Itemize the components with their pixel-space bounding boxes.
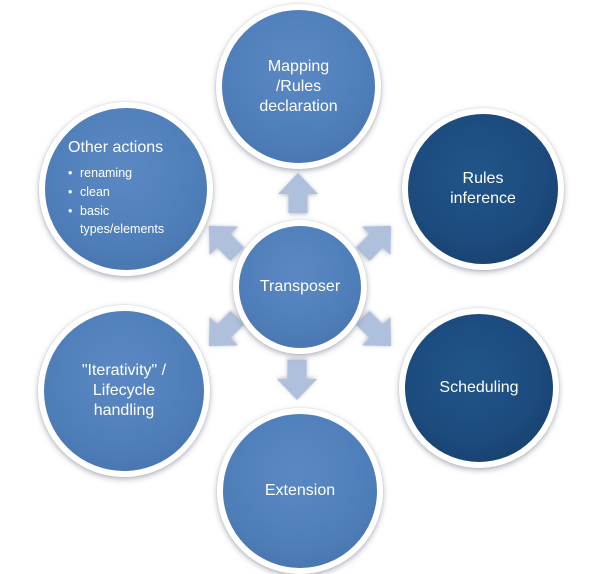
node-transposer-center: Transposer: [233, 220, 367, 354]
node-label: Mapping /Rules declaration: [259, 57, 338, 115]
arrow-down-icon: [277, 360, 317, 400]
node-heading: Other actions: [68, 139, 164, 156]
bullet-item: renaming: [68, 164, 180, 183]
node-label: Scheduling: [439, 379, 519, 396]
node-label: "Iterativity" / Lifecycle handling: [81, 362, 167, 419]
node-mapping-rules-declaration: Mapping /Rules declaration: [216, 4, 381, 169]
node-label: Extension: [264, 482, 336, 499]
bullet-item: clean: [68, 183, 180, 202]
node-extension: Extension: [217, 408, 383, 574]
arrow-down-right-icon: [349, 304, 406, 361]
arrow-down-left-icon: [195, 304, 252, 361]
node-scheduling: Scheduling: [399, 308, 559, 468]
arrow-up-right-icon: [349, 212, 406, 269]
arrow-up-left-icon: [195, 212, 252, 269]
node-other-actions: Other actions renaming clean basic types…: [39, 102, 213, 276]
other-actions-bullet-list: renaming clean basic types/elements: [68, 164, 180, 239]
node-iterativity-lifecycle: "Iterativity" / Lifecycle handling: [38, 305, 210, 477]
other-actions-content: Other actions renaming clean basic types…: [68, 139, 194, 239]
node-label: Rules inference: [450, 170, 516, 207]
bullet-item: basic types/elements: [68, 202, 180, 240]
arrow-up-icon: [278, 173, 318, 213]
node-label: Transposer: [259, 278, 341, 295]
node-rules-inference: Rules inference: [402, 108, 564, 270]
